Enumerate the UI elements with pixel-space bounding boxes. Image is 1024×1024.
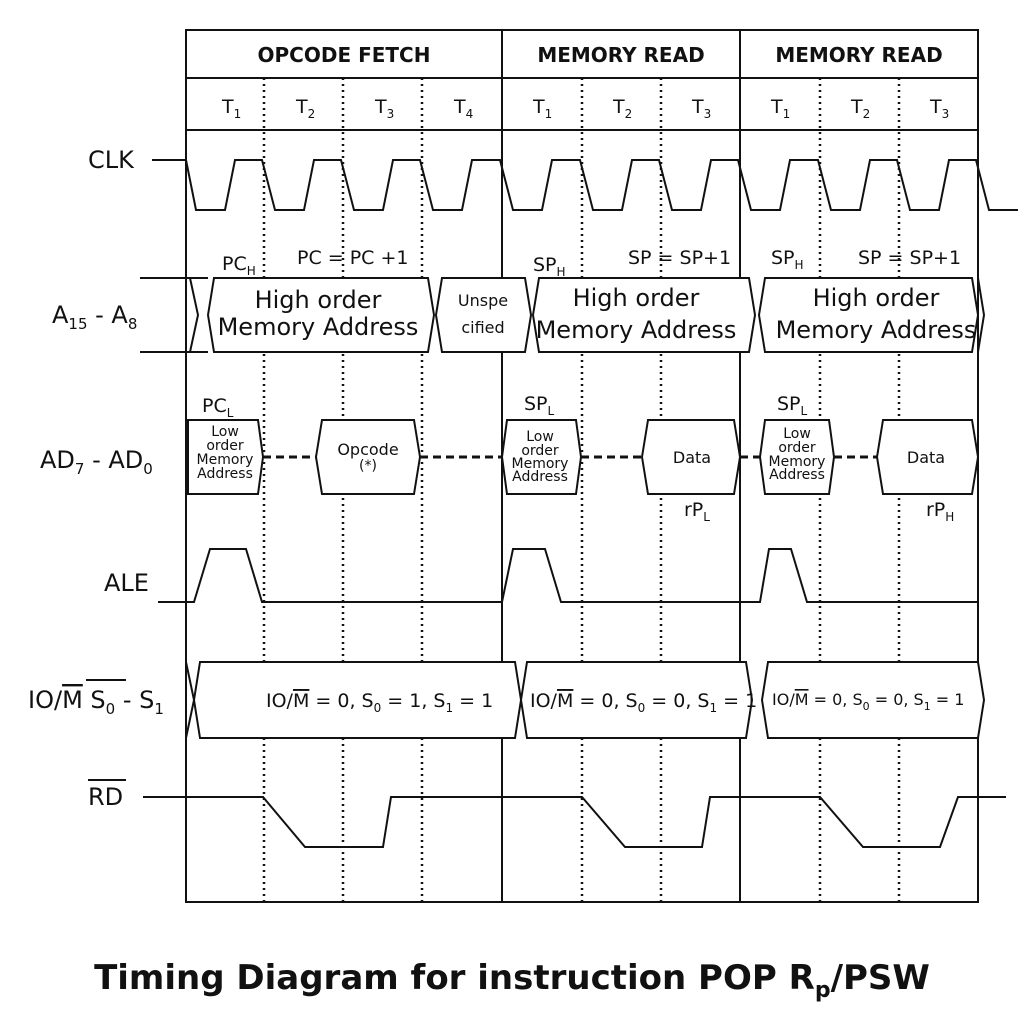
annotation-pc-increment: PC = PC +1 (297, 247, 409, 269)
box-text: High order (573, 284, 700, 312)
annotation-sp-increment: SP = SP+1 (628, 247, 731, 269)
t-state-label: T4 (453, 96, 473, 121)
data-box (875, 419, 980, 495)
signal-label-addr-low: AD7 - AD0 (40, 446, 153, 478)
svg-text:Low: Low (526, 429, 554, 445)
bus-edge (189, 277, 200, 353)
box-text: High order (255, 286, 382, 314)
bus-edge (185, 661, 196, 739)
annotation-sph: SPH (771, 247, 804, 272)
t-state-label: T1 (770, 96, 790, 121)
annotation-spl: SPL (777, 393, 808, 418)
ale-waveform (158, 548, 978, 603)
low-address-text: Low order Memory Address (197, 424, 254, 482)
signal-label-clk: CLK (88, 146, 135, 174)
svg-text:Memory: Memory (512, 456, 569, 472)
t-state-label: T2 (295, 96, 315, 121)
t-state-label: T3 (929, 96, 949, 121)
status-text: IO/M = 0, S0 = 0, S1 = 1 (530, 690, 757, 715)
status-box (519, 661, 754, 739)
box-text: Memory Address (218, 313, 419, 341)
status-box (760, 661, 986, 739)
data-text: Data (673, 448, 711, 467)
svg-text:Memory: Memory (197, 452, 254, 468)
data-text: Data (907, 448, 945, 467)
signal-label-addr-high: A15 - A8 (52, 301, 137, 333)
cycle-header-memory-read-1: MEMORY READ (537, 43, 704, 67)
cycle-header-opcode-fetch: OPCODE FETCH (258, 43, 431, 67)
svg-text:Address: Address (769, 467, 825, 483)
box-text: Memory Address (536, 316, 737, 344)
status-text: IO/M = 0, S0 = 1, S1 = 1 (266, 690, 493, 715)
svg-text:order: order (521, 443, 559, 459)
signal-label-status: IO/M S0 - S1 (28, 686, 164, 718)
svg-text:Low: Low (783, 426, 811, 442)
svg-text:Low: Low (211, 424, 239, 440)
annotation-pch: PCH (222, 253, 256, 278)
box-text: cified (461, 318, 504, 337)
annotation-spl: SPL (524, 393, 555, 418)
t-state-label: T1 (532, 96, 552, 121)
t-state-label: T3 (374, 96, 394, 121)
svg-text:Address: Address (197, 466, 253, 482)
diagram-frame (185, 29, 979, 903)
high-address-box (531, 277, 757, 353)
box-text: Memory Address (776, 316, 977, 344)
annotation-rpl: rPL (684, 499, 710, 524)
svg-text:Memory: Memory (769, 454, 826, 470)
bus-edge (977, 277, 986, 353)
svg-text:order: order (206, 438, 244, 454)
opcode-text: Opcode (337, 440, 398, 459)
t-state-label: T3 (691, 96, 711, 121)
low-address-box (187, 419, 265, 495)
annotation-rph: rPH (926, 499, 954, 524)
svg-text:Address: Address (512, 469, 568, 485)
box-text: Unspe (458, 291, 508, 310)
low-address-text: Low order Memory Address (769, 426, 826, 483)
clk-waveform (185, 159, 1018, 211)
annotation-sp-increment: SP = SP+1 (858, 247, 961, 269)
opcode-text: (*) (359, 458, 377, 474)
rd-waveform (143, 796, 1006, 848)
svg-text:order: order (778, 440, 816, 456)
box-text: High order (813, 284, 940, 312)
signal-label-ale: ALE (104, 569, 149, 597)
high-address-box (757, 277, 980, 353)
t-state-label: T1 (221, 96, 241, 121)
signal-label-rd: RD (88, 783, 123, 811)
status-text: IO/M = 0, S0 = 0, S1 = 1 (772, 690, 964, 713)
t-state-label: T2 (612, 96, 632, 121)
high-address-box (206, 277, 436, 353)
annotation-sph: SPH (533, 254, 566, 279)
cycle-header-memory-read-2: MEMORY READ (775, 43, 942, 67)
t-state-labels: T1 T2 T3 T4 T1 T2 T3 T1 T2 T3 (221, 96, 949, 121)
low-address-text: Low order Memory Address (512, 429, 569, 485)
unspecified-box (434, 277, 533, 353)
diagram-title: Timing Diagram for instruction POP Rp/PS… (94, 958, 930, 1003)
t-state-label: T2 (850, 96, 870, 121)
annotation-pcl: PCL (202, 395, 234, 420)
